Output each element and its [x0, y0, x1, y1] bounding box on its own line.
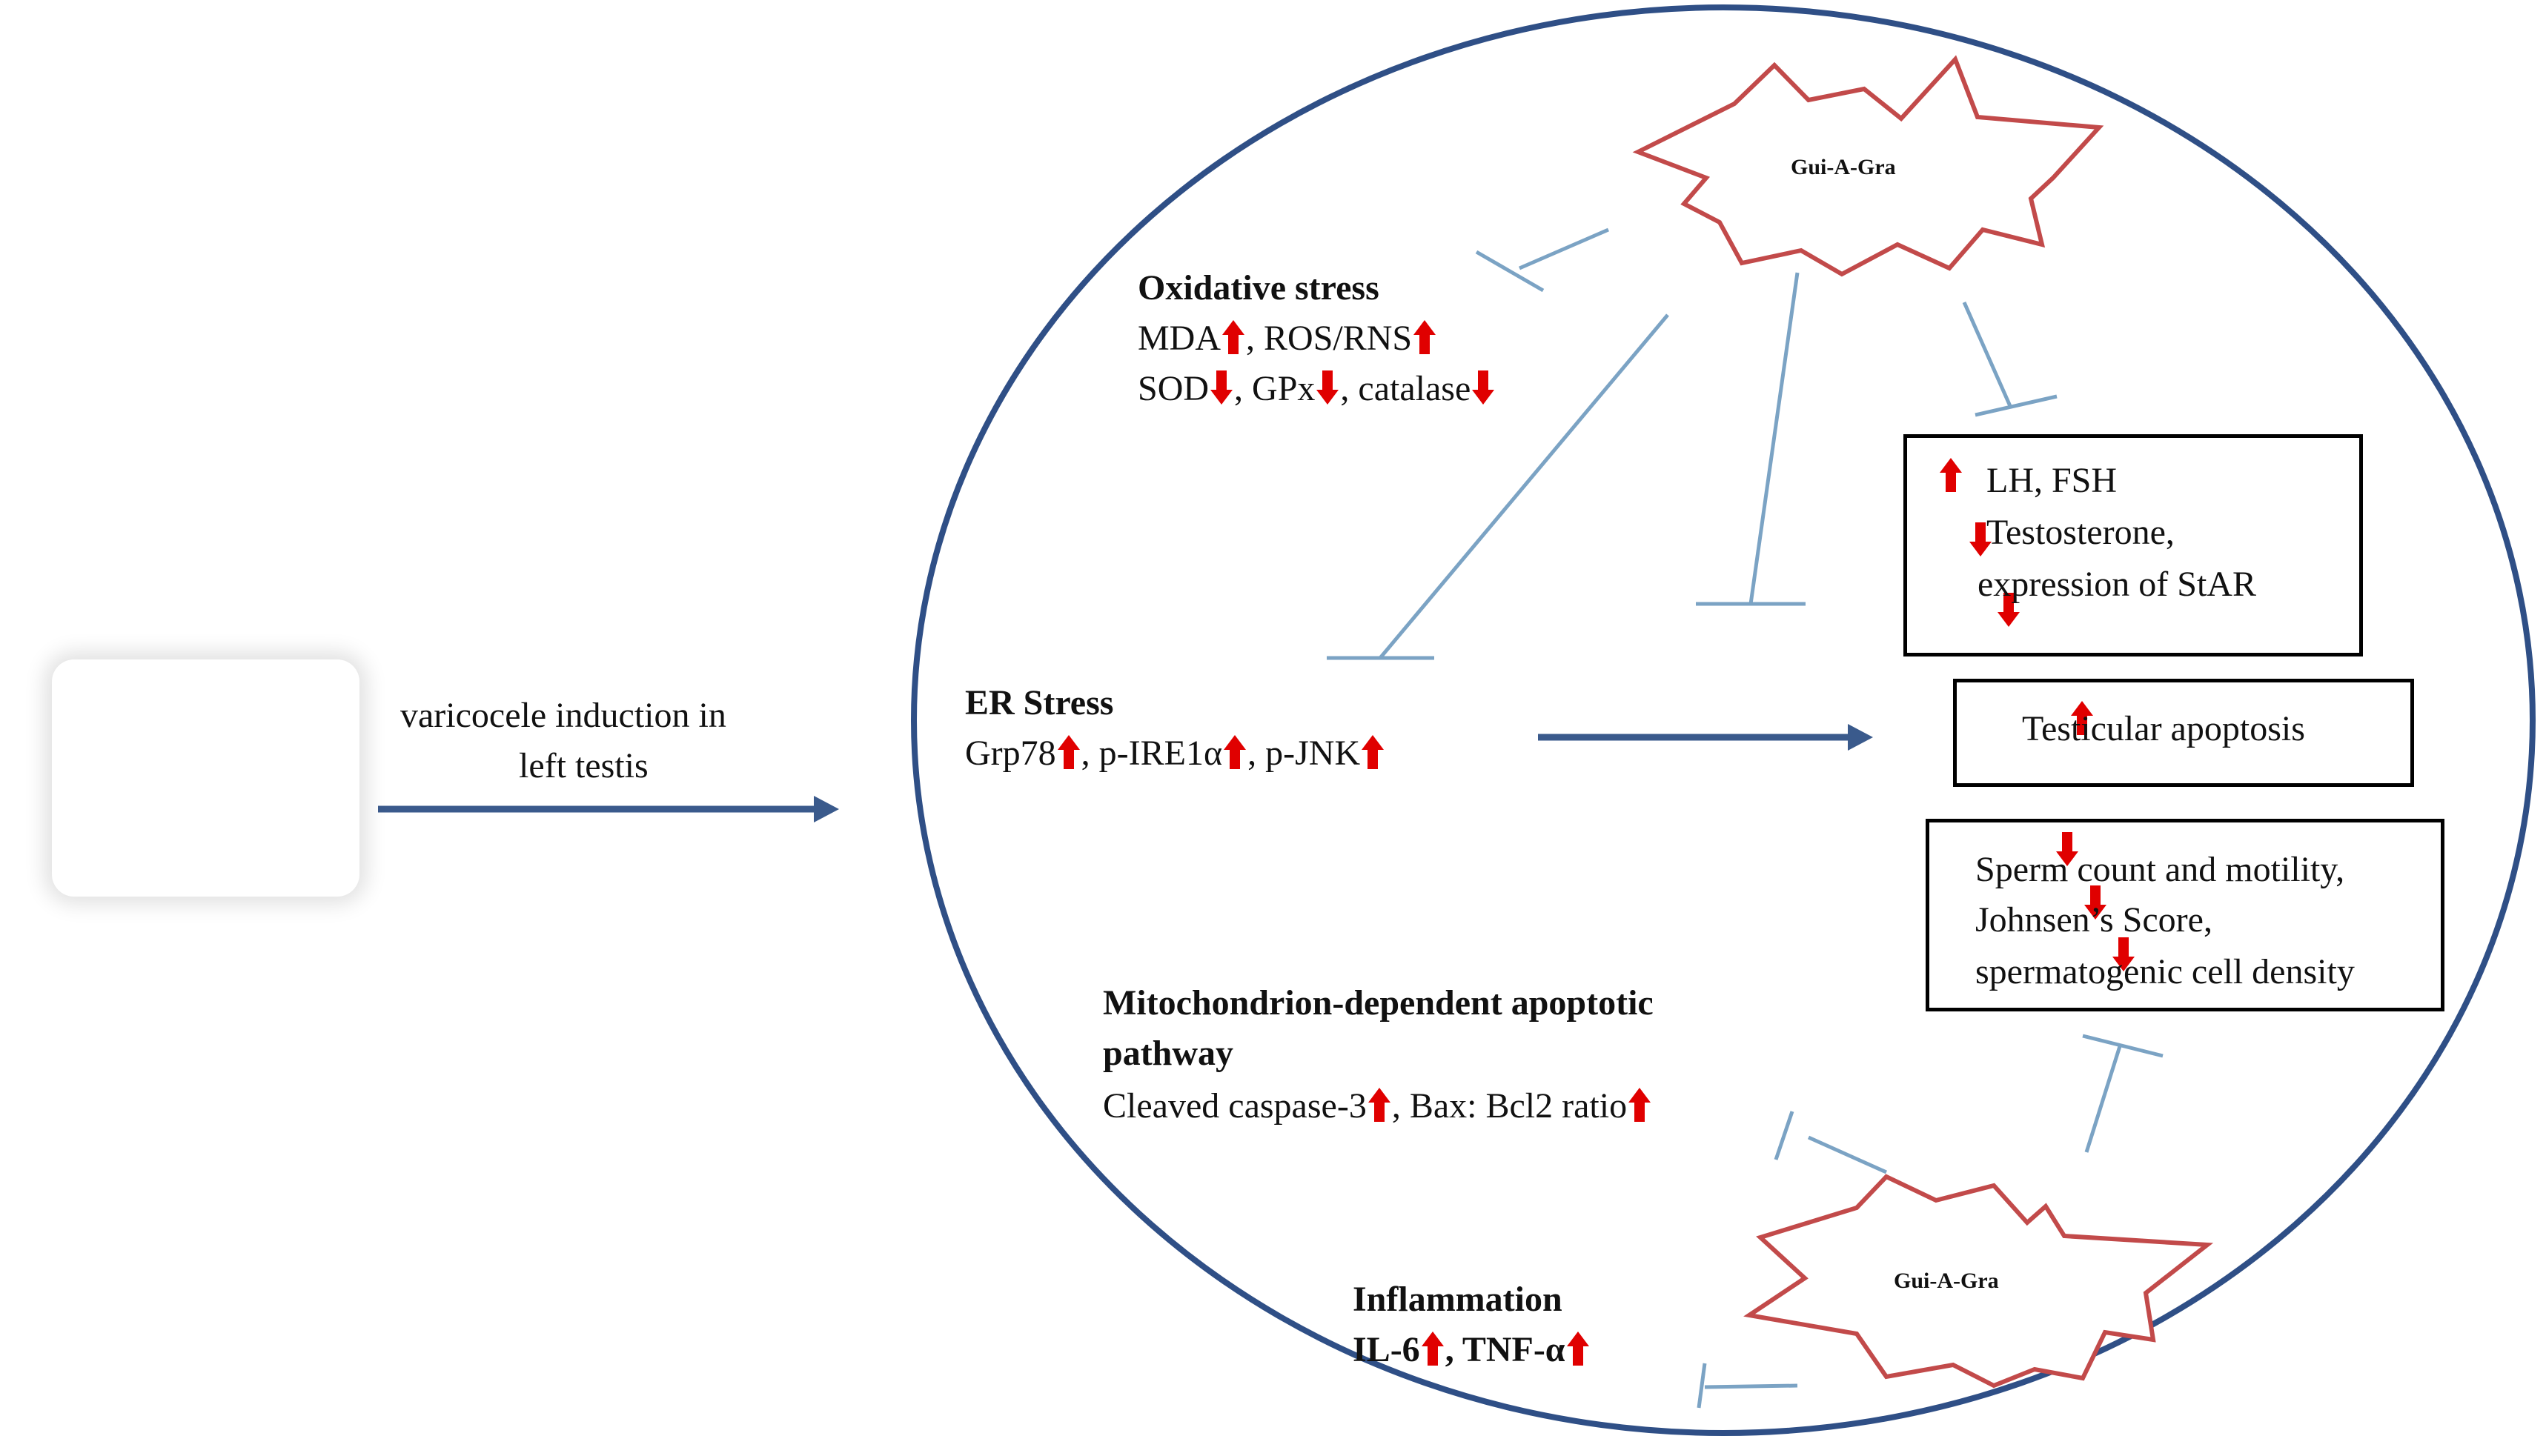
arrow-up-icon	[1224, 735, 1247, 769]
arrow-up-icon	[2071, 701, 2093, 735]
arrow-up-icon	[1368, 1088, 1390, 1122]
gpx-label: , GPx	[1234, 369, 1316, 408]
arrow-down-icon	[2084, 885, 2106, 920]
sod-label: SOD	[1138, 369, 1210, 408]
er-to-apoptosis-arrow	[1538, 724, 1873, 751]
arrow-down-icon	[2112, 937, 2135, 971]
tnf-label: , TNF-α	[1445, 1330, 1565, 1369]
oxidative-stress-title: Oxidative stress	[1138, 268, 1379, 308]
hormone-line3: expression of StAR	[1978, 565, 2256, 604]
testis-circle	[911, 4, 2536, 1436]
arrow-down-icon	[1969, 522, 1992, 556]
hormone-box	[1903, 434, 2363, 656]
inhibit-hormone	[1962, 301, 2058, 417]
hormone-line2: Testosterone,	[1986, 513, 2175, 552]
er-stress-markers: Grp78 , p-IRE1α , p-JNK	[965, 735, 1385, 771]
induction-arrow	[378, 796, 839, 822]
inflammation-markers: IL-6 , TNF-α	[1353, 1332, 1591, 1368]
arrow-up-icon	[1566, 1332, 1589, 1366]
pjnk-label: , p-JNK	[1247, 734, 1361, 773]
inhibit-mito	[1774, 1111, 1888, 1174]
sperm-box	[1926, 819, 2444, 1011]
mda-label: MDA	[1138, 319, 1221, 358]
catalase-label: , catalase	[1340, 369, 1471, 408]
burst-shape-bottom	[1743, 1174, 2214, 1389]
arrow-down-icon	[1316, 370, 1339, 405]
il6-label: IL-6	[1353, 1330, 1420, 1369]
arrow-up-icon	[1628, 1088, 1651, 1122]
apoptosis-box	[1953, 679, 2414, 787]
arrow-down-icon	[1472, 370, 1495, 405]
mito-markers: Cleaved caspase-3 , Bax: Bcl2 ratio	[1103, 1088, 1652, 1124]
burst-shape-top	[1632, 55, 2104, 277]
er-stress-title: ER Stress	[965, 683, 1114, 722]
sperm-line2: Johnsen’s Score,	[1975, 900, 2212, 940]
rat-image-card	[52, 659, 359, 897]
inhibit-center	[1696, 272, 1806, 606]
oxidative-stress-line1: MDA , ROS/RNS	[1138, 320, 1437, 356]
inhibit-oxidative	[1475, 227, 1609, 293]
apoptosis-label: Testicular apoptosis	[2022, 709, 2305, 748]
arrow-up-icon	[1057, 735, 1080, 769]
induction-label-line2: left testis	[519, 746, 649, 785]
mito-title-line1: Mitochondrion-dependent apoptotic	[1103, 983, 1654, 1023]
induction-label-line1: varicocele induction in	[400, 696, 726, 735]
inhibit-er-stress	[1327, 313, 1669, 660]
arrow-up-icon	[1421, 1332, 1444, 1366]
inhibit-inflammation	[1697, 1363, 1798, 1409]
arrow-down-icon	[2056, 832, 2078, 866]
bax-label: , Bax: Bcl2 ratio	[1391, 1086, 1628, 1126]
arrow-down-icon	[1210, 370, 1233, 405]
burst-label-top: Gui-A-Gra	[1791, 155, 1896, 179]
sperm-line1: Sperm count and motility,	[1975, 850, 2345, 889]
inflammation-title: Inflammation	[1353, 1280, 1562, 1319]
mito-title-line2: pathway	[1103, 1034, 1234, 1073]
arrow-up-icon	[1413, 320, 1436, 354]
arrow-up-icon	[1362, 735, 1385, 769]
oxidative-stress-line2: SOD , GPx , catalase	[1138, 370, 1496, 407]
arrow-up-icon	[1940, 458, 1962, 492]
arrow-down-icon	[1998, 593, 2020, 627]
sperm-line3: spermatogenic cell density	[1975, 952, 2355, 991]
arrow-up-icon	[1222, 320, 1245, 354]
caspase-label: Cleaved caspase-3	[1103, 1086, 1367, 1126]
hormone-line1: LH, FSH	[1986, 461, 2118, 500]
pire1-label: , p-IRE1α	[1081, 734, 1223, 773]
ros-label: , ROS/RNS	[1246, 319, 1413, 358]
grp78-label: Grp78	[965, 734, 1056, 773]
inhibit-sperm	[2082, 1034, 2164, 1153]
burst-label-bottom: Gui-A-Gra	[1894, 1269, 1999, 1293]
